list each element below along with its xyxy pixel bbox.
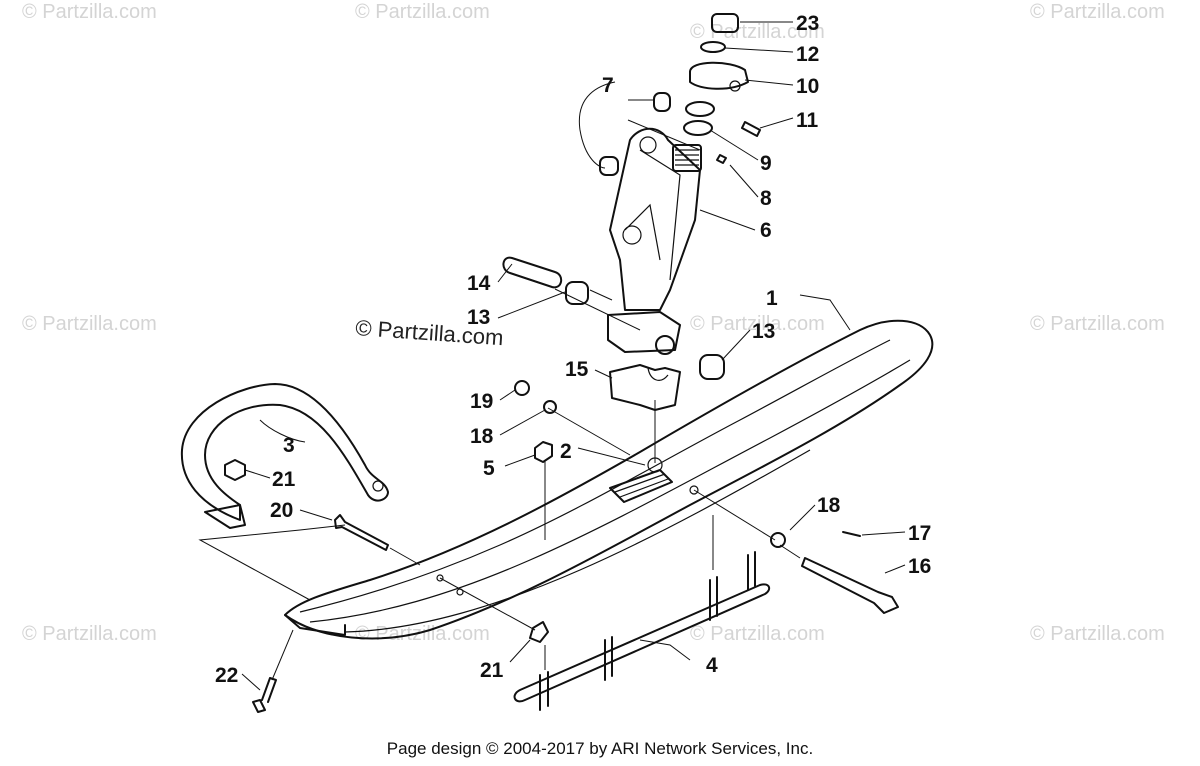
leader-lines — [241, 21, 906, 691]
watermark: © Partzilla.com — [1030, 623, 1165, 645]
ski-body — [284, 319, 934, 640]
callout-21: 21 — [480, 659, 504, 682]
watermark: © Partzilla.com — [690, 313, 825, 335]
callout-18: 18 — [817, 494, 841, 517]
wear-bar — [513, 551, 771, 711]
callout-5: 5 — [483, 457, 495, 480]
callout-22: 22 — [215, 664, 238, 687]
callout-13: 13 — [752, 320, 775, 343]
callout-15: 15 — [565, 358, 589, 381]
callout-1: 1 — [766, 287, 778, 310]
upper-hardware — [683, 13, 761, 164]
callout-labels: 1 2 3 4 5 6 7 8 9 10 11 12 13 13 14 15 1… — [215, 12, 931, 687]
callout-19: 19 — [470, 390, 493, 413]
watermark: © Partzilla.com — [355, 623, 490, 645]
watermark: © Partzilla.com — [22, 313, 157, 335]
callout-14: 14 — [467, 272, 491, 295]
callout-7: 7 — [602, 74, 614, 97]
bushings-7 — [599, 92, 671, 176]
callout-17: 17 — [908, 522, 931, 545]
callout-11: 11 — [796, 109, 819, 132]
callout-20: 20 — [270, 499, 293, 522]
assembly-lines — [198, 99, 801, 681]
callout-6: 6 — [760, 219, 772, 242]
watermark: © Partzilla.com — [22, 1, 157, 23]
watermark: © Partzilla.com — [1030, 1, 1165, 23]
fasteners — [252, 380, 899, 713]
spindle — [607, 127, 702, 355]
callout-8: 8 — [760, 187, 772, 210]
ski-handle — [180, 383, 389, 529]
axle-parts — [502, 256, 725, 411]
callout-2: 2 — [560, 440, 572, 463]
watermarks: © Partzilla.com © Partzilla.com © Partzi… — [22, 1, 1165, 645]
watermark: © Partzilla.com — [22, 623, 157, 645]
watermark: © Partzilla.com — [1030, 313, 1165, 335]
callout-3: 3 — [283, 434, 295, 457]
callout-10: 10 — [796, 75, 819, 98]
watermark: © Partzilla.com — [690, 623, 825, 645]
callout-21: 21 — [272, 468, 296, 491]
callout-9: 9 — [760, 152, 772, 175]
callout-13: 13 — [467, 306, 490, 329]
callout-4: 4 — [706, 654, 718, 677]
watermark: © Partzilla.com — [355, 1, 490, 23]
footer-credit: Page design © 2004-2017 by ARI Network S… — [387, 739, 813, 758]
callout-16: 16 — [908, 555, 931, 578]
watermark: © Partzilla.com — [690, 21, 825, 43]
callout-23: 23 — [796, 12, 819, 35]
callout-12: 12 — [796, 43, 819, 66]
callout-18: 18 — [470, 425, 494, 448]
